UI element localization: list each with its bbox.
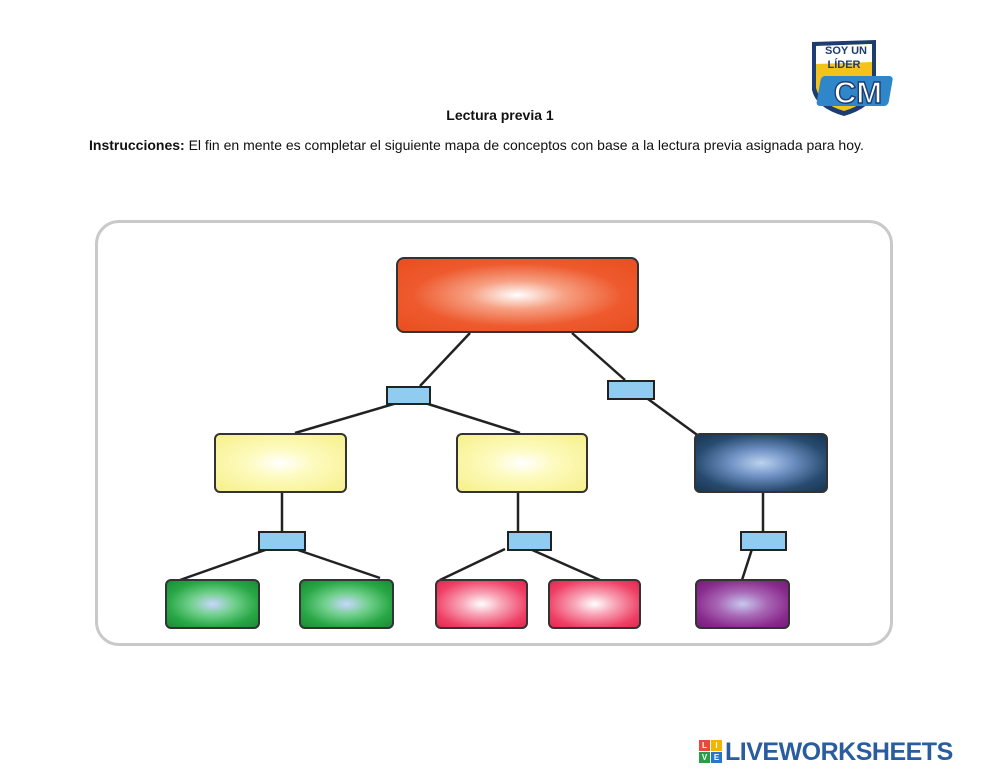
instructions: Instrucciones: El fin en mente es comple… <box>89 135 904 155</box>
concept-leaf-box-5[interactable] <box>695 579 790 629</box>
connector-word-box-4[interactable] <box>507 531 552 551</box>
concept-leaf-box-2[interactable] <box>299 579 394 629</box>
liveworksheets-logo: L I V E LIVEWORKSHEETS <box>699 738 953 766</box>
concept-level2-box-1[interactable] <box>214 433 347 493</box>
concept-root-box[interactable] <box>396 257 639 333</box>
connector-word-box-2[interactable] <box>607 380 655 400</box>
connector-word-box-5[interactable] <box>740 531 787 551</box>
page-title: Lectura previa 1 <box>446 107 554 123</box>
instructions-label: Instrucciones: <box>89 137 185 153</box>
logo-big-text: CM <box>834 75 882 110</box>
concept-level2-box-2[interactable] <box>456 433 588 493</box>
connector-word-box-1[interactable] <box>386 386 431 405</box>
logo-top-text: SOY UN <box>825 45 867 57</box>
concept-leaf-box-4[interactable] <box>548 579 641 629</box>
cube-letter-e: E <box>711 752 722 763</box>
instructions-text: El fin en mente es completar el siguient… <box>184 137 864 153</box>
cube-letter-v: V <box>699 752 710 763</box>
concept-leaf-box-1[interactable] <box>165 579 260 629</box>
logo-middle-text: LÍDER <box>828 58 861 71</box>
concept-map-frame <box>95 220 893 646</box>
connector-word-box-3[interactable] <box>258 531 306 551</box>
liveworksheets-brand: LIVEWORKSHEETS <box>725 737 953 766</box>
cube-letter-l: L <box>699 740 710 751</box>
liveworksheets-cubes-icon: L I V E <box>699 740 723 764</box>
school-logo: SOY UN LÍDER CM <box>812 40 893 116</box>
concept-level2-box-3[interactable] <box>694 433 828 493</box>
concept-leaf-box-3[interactable] <box>435 579 528 629</box>
cube-letter-i: I <box>711 740 722 751</box>
